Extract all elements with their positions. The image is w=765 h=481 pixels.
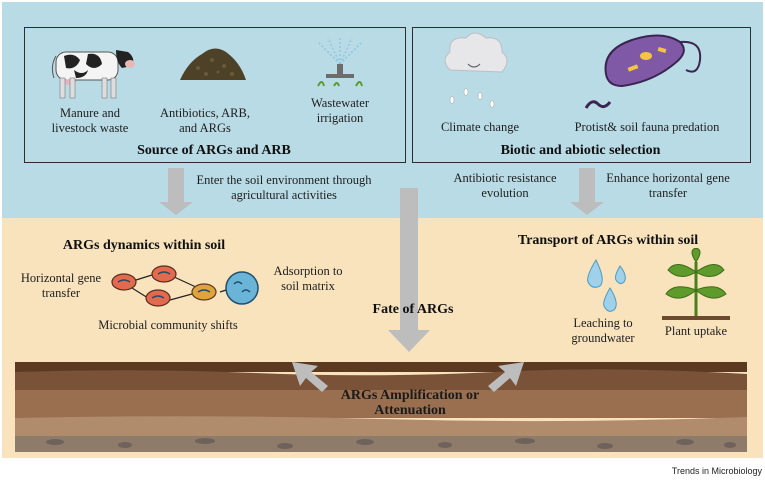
transport-leaching-label: Leaching to groundwater [571, 316, 635, 345]
enter-soil-label: Enter the soil environment through agric… [196, 173, 372, 202]
transport-title: Transport of ARGs within soil [517, 233, 699, 248]
source-wastewater-label: Wastewater irrigation [311, 96, 369, 125]
source-box-title: Source of ARGs and ARB [137, 143, 291, 158]
enter-soil-arrow [159, 168, 193, 215]
dynamics-hgt-label: Horizontal gene transfer [20, 271, 102, 300]
dynamics-adsorption-label: Adsorption to soil matrix [273, 264, 343, 293]
journal-credit: Trends in Microbiology [671, 466, 762, 476]
dynamics-title: ARGs dynamics within soil [62, 238, 226, 253]
protist-icon [584, 34, 702, 109]
enhance-hgt-label: Enhance horizontal gene transfer [606, 171, 730, 200]
amplification-label: ARGs Amplification or Attenuation [340, 388, 480, 418]
rain-cloud-icon [444, 32, 508, 108]
dynamics-shifts-label: Microbial community shifts [98, 318, 238, 332]
plant-icon [662, 248, 730, 320]
water-drops-icon [587, 258, 626, 312]
resistance-evolution-label: Antibiotic resistance evolution [453, 171, 557, 200]
selection-box-title: Biotic and abiotic selection [500, 143, 661, 158]
source-antibiotics-label: Antibiotics, ARB, and ARGs [160, 106, 250, 135]
fate-label: Fate of ARGs [372, 302, 454, 317]
selection-arrow [570, 168, 604, 215]
amplification-left-arrow [292, 362, 328, 392]
bacteria-network-icon [111, 265, 259, 307]
selection-box [412, 27, 751, 163]
source-manure-label: Manure and livestock waste [51, 106, 129, 135]
selection-predation-label: Protist& soil fauna predation [574, 120, 720, 134]
transport-plant-uptake-label: Plant uptake [664, 324, 728, 338]
amplification-right-arrow [488, 362, 524, 392]
fate-arrow [388, 188, 430, 352]
source-box [24, 27, 406, 163]
soil-layers [15, 362, 747, 452]
soil-pile-icon [180, 48, 246, 80]
sprinkler-icon [317, 36, 363, 87]
selection-climate-label: Climate change [440, 120, 520, 134]
cow-icon [51, 50, 135, 99]
